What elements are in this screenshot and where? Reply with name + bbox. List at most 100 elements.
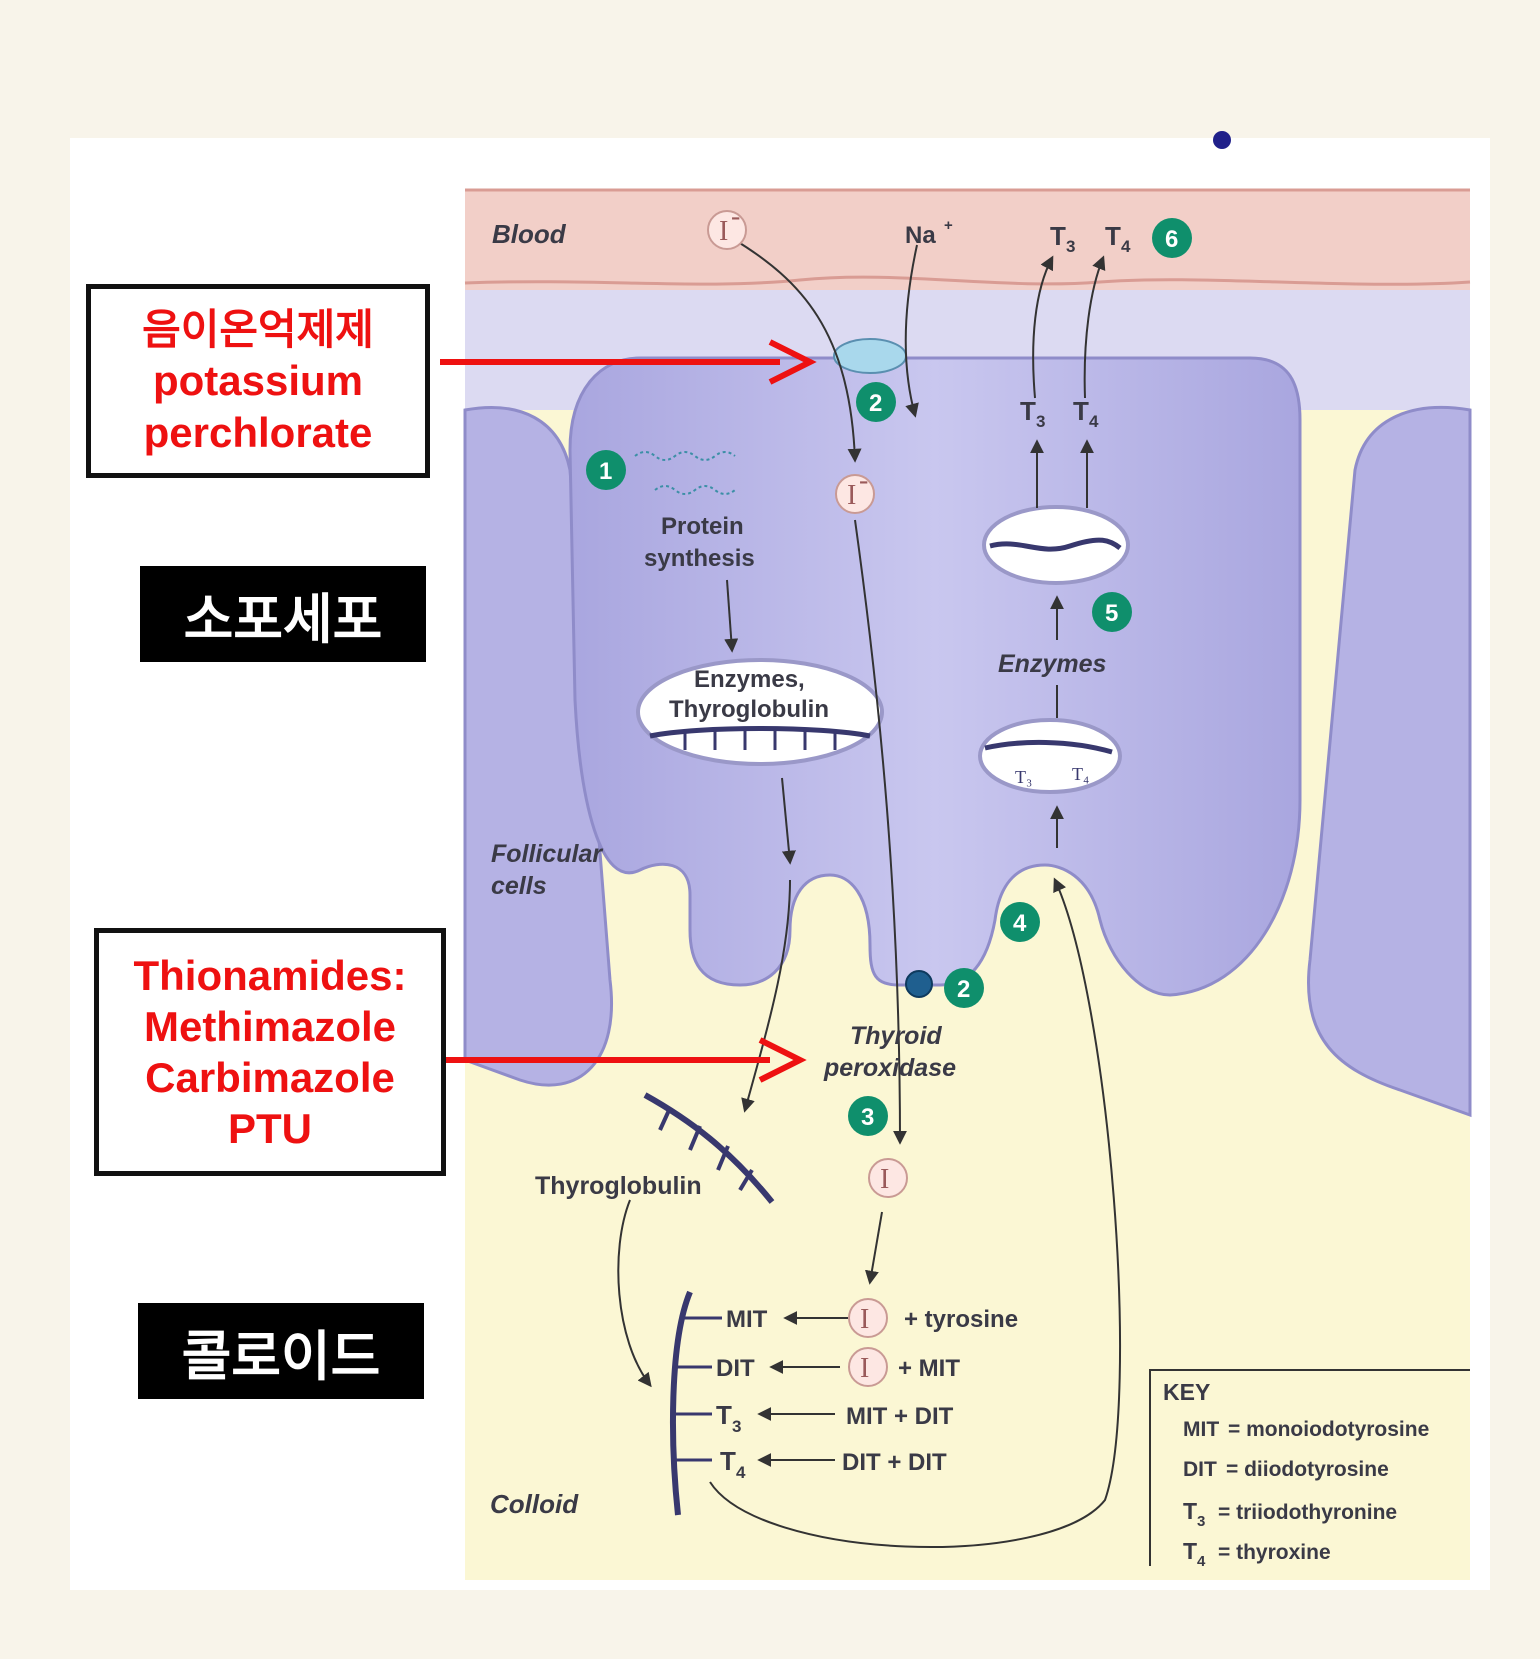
red-arrow-anion-inhibitor (440, 339, 817, 385)
pathway-arrows (617, 239, 1122, 1548)
svg-text:-: - (731, 201, 740, 232)
key-abbr-dit: DIT (1183, 1458, 1217, 1481)
svg-text:I: I (860, 1304, 869, 1335)
svg-text:-: - (859, 465, 868, 496)
thyroid-peroxidase-label-1: Thyroid (850, 1022, 942, 1050)
reaction-reactants-dit-dit: DIT + DIT (842, 1449, 947, 1476)
svg-text:I: I (860, 1353, 869, 1384)
svg-text:3: 3 (1036, 412, 1045, 431)
thyroglobulin-molecule (643, 1092, 775, 1204)
svg-text:T: T (716, 1400, 732, 1430)
step-4-icon: 4 (1000, 902, 1040, 942)
tag-colloid-label: 콜로이드 (181, 1324, 381, 1388)
decorative-dot (1213, 131, 1231, 149)
follicular-cells-label-2: cells (491, 872, 547, 900)
iodide-cytoplasm: I - (835, 465, 875, 514)
reaction-product-mit: MIT (726, 1306, 768, 1333)
svg-text:6: 6 (1165, 226, 1178, 253)
reaction-product-t3: T 3 (716, 1400, 741, 1436)
callout-thionamides-line1: Thionamides: (133, 951, 407, 999)
iodine-colloid: I (868, 1158, 908, 1198)
step-3-icon: 3 (848, 1096, 888, 1136)
reaction-reactants-mit-dit: MIT + DIT (846, 1403, 954, 1430)
svg-text:T: T (1020, 396, 1036, 426)
svg-text:Na: Na (905, 222, 936, 249)
svg-text:T: T (1050, 221, 1066, 251)
iodine-reaction-2: I (848, 1347, 888, 1387)
thyroid-peroxidase-label-2: peroxidase (823, 1054, 956, 1082)
svg-text:1: 1 (599, 458, 612, 485)
protein-synthesis-label-2: synthesis (644, 545, 755, 572)
svg-text:3: 3 (1066, 237, 1075, 256)
key-abbr-t4: T (1183, 1538, 1197, 1564)
thyroglobulin-backbone (670, 1290, 693, 1516)
red-arrow-thionamides (440, 1037, 807, 1083)
step-5-icon: 5 (1092, 592, 1132, 632)
key-abbr-mit: MIT (1183, 1418, 1219, 1441)
iodide-transporter (833, 338, 907, 374)
svg-text:+: + (944, 217, 953, 234)
vesicle-enzymes-thyroglobulin (636, 658, 884, 766)
key-box: KEY MIT = monoiodotyrosine DIT = diiodot… (1149, 1369, 1470, 1570)
enzymes-thyroglobulin-label-1: Enzymes, (694, 666, 805, 693)
callout-thionamides: Thionamides: Methimazole Carbimazole PTU (94, 928, 446, 1176)
tag-follicular-cell: 소포세포 (140, 566, 426, 662)
callout-anion-inhibitor-korean: 음이온억제제 (142, 305, 374, 355)
svg-text:I: I (847, 480, 856, 511)
vesicle-endocytosed-thyroglobulin: T₃ T₄ (978, 718, 1122, 794)
thyroid-peroxidase-enzyme (905, 970, 933, 998)
sodium-label: Na + (905, 217, 953, 249)
colloid-label: Colloid (490, 1489, 579, 1519)
protein-synthesis-label-1: Protein (661, 513, 744, 540)
callout-thionamides-line2: Methimazole (143, 1002, 397, 1050)
vesicle-released-hormones (982, 505, 1130, 585)
blood-vessel-band (464, 188, 1471, 290)
svg-text:I: I (880, 1164, 889, 1195)
svg-text:T: T (1105, 221, 1121, 251)
svg-text:4: 4 (736, 1463, 746, 1482)
key-def-mit: = monoiodotyrosine (1228, 1418, 1429, 1441)
protein-synthesis-icon (634, 451, 736, 495)
step-1-icon: 1 (586, 450, 626, 490)
callout-anion-inhibitor: 음이온억제제 potassium perchlorate (86, 284, 430, 478)
key-title: KEY (1163, 1379, 1210, 1405)
follicular-cell-right (1307, 406, 1472, 1118)
callout-thionamides-line4: PTU (228, 1105, 312, 1153)
callout-anion-inhibitor-line2: potassium (152, 357, 364, 405)
enzymes-label: Enzymes (998, 650, 1106, 678)
callout-thionamides-line3: Carbimazole (145, 1054, 395, 1101)
step-2-peroxidase-icon: 2 (944, 968, 984, 1008)
svg-text:4: 4 (1089, 412, 1099, 431)
follicular-cell-center (568, 356, 1302, 997)
svg-text:T₃: T₃ (1015, 767, 1032, 787)
svg-text:T: T (720, 1446, 736, 1476)
blood-label: Blood (492, 219, 567, 249)
t3-t4-cell-label: T 3 T 4 (1020, 396, 1099, 431)
tag-follicular-cell-label: 소포세포 (183, 587, 383, 651)
svg-text:3: 3 (732, 1417, 741, 1436)
svg-text:2: 2 (957, 976, 970, 1003)
reaction-reactants-mit: + MIT (898, 1355, 960, 1382)
callout-anion-inhibitor-line3: perchlorate (143, 408, 373, 456)
svg-text:3: 3 (1197, 1513, 1205, 1530)
enzymes-thyroglobulin-label-2: Thyroglobulin (669, 696, 829, 723)
step-6-icon: 6 (1152, 218, 1192, 258)
svg-text:4: 4 (1121, 237, 1131, 256)
svg-text:T: T (1073, 396, 1089, 426)
iodide-blood: I - (707, 201, 747, 250)
iodine-reaction-1: I (848, 1298, 888, 1338)
step-2-transport-icon: 2 (856, 382, 896, 422)
svg-text:3: 3 (861, 1104, 874, 1131)
key-abbr-t3: T (1183, 1498, 1197, 1524)
reaction-reactants-tyrosine: + tyrosine (904, 1306, 1018, 1333)
reaction-product-dit: DIT (716, 1355, 755, 1382)
key-def-dit: = diiodotyrosine (1226, 1458, 1389, 1481)
tag-colloid: 콜로이드 (138, 1303, 424, 1399)
reaction-product-t4: T 4 (720, 1446, 746, 1482)
svg-text:5: 5 (1105, 600, 1118, 627)
key-def-t4: = thyroxine (1218, 1541, 1331, 1564)
key-def-t3: = triiodothyronine (1218, 1501, 1397, 1524)
follicular-cells-label-1: Follicular (491, 840, 603, 868)
svg-text:4: 4 (1197, 1553, 1206, 1570)
